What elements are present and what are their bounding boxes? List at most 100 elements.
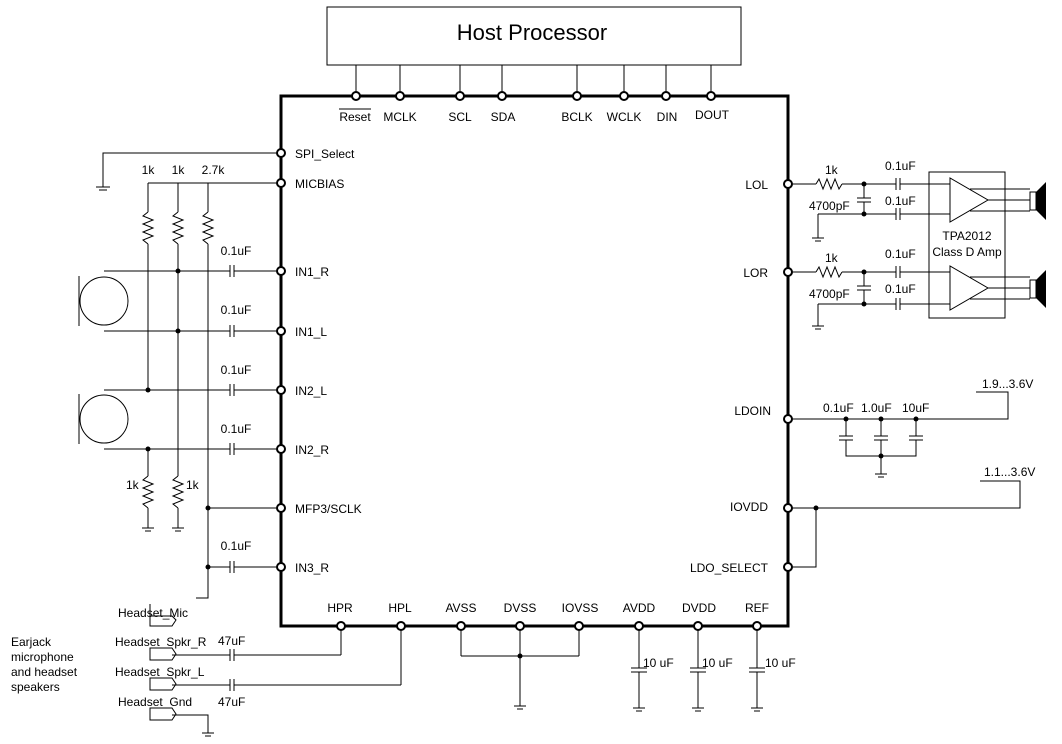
label-r5: 1k: [186, 478, 200, 492]
host-processor-block: [326, 6, 742, 66]
label-ldo-select: LDO_SELECT: [690, 561, 769, 575]
label-iovdd: IOVDD: [730, 500, 768, 514]
label-micbias: MICBIAS: [295, 177, 344, 191]
label-sda: SDA: [491, 110, 516, 124]
pin-in1-r: [276, 266, 286, 276]
label-supply-iovdd: 1.1...3.6V: [984, 465, 1035, 479]
pin-in1-l: [276, 326, 286, 336]
label-dout: DOUT: [695, 108, 730, 122]
micbias-resistors: [141, 211, 215, 245]
speaker-1-icon: [1029, 182, 1046, 220]
label-amp-name: TPA2012: [942, 229, 991, 243]
label-r2: 1k: [172, 163, 186, 177]
pin-in2-l: [276, 385, 286, 395]
pin-reset: [351, 91, 361, 101]
pin-mclk: [395, 91, 405, 101]
input-cap-nets: [104, 265, 277, 573]
headset-note-line1: Earjack: [11, 635, 52, 649]
pin-in2-r: [276, 444, 286, 454]
pin-spi-select: [276, 148, 286, 158]
pin-lor: [783, 267, 793, 277]
label-in2-l: IN2_L: [295, 384, 327, 398]
pin-dout: [706, 91, 716, 101]
ground-bus: [460, 630, 580, 710]
pin-lol: [783, 179, 793, 189]
lol-path: [792, 177, 950, 242]
label-cap-in3-r: 0.1uF: [221, 539, 252, 553]
speaker-2-icon: [1029, 270, 1046, 308]
headset-note-line2: microphone: [11, 650, 74, 664]
pin-din: [661, 91, 671, 101]
label-din: DIN: [657, 110, 678, 124]
microphone-2: [78, 394, 129, 444]
label-in1-r: IN1_R: [295, 265, 329, 279]
pin-dvss: [515, 621, 525, 631]
label-headset-gnd: Headset_Gnd: [118, 695, 192, 709]
label-cap-lol-2: 0.1uF: [885, 194, 916, 208]
connector-headset-gnd: [149, 707, 177, 721]
label-cap-ref: 10 uF: [765, 656, 796, 670]
connector-headset-mic: [149, 604, 177, 627]
spi-select-ground-net: [96, 152, 277, 191]
pin-iovdd: [783, 503, 793, 513]
label-filter-cap-lol: 4700pF: [809, 199, 850, 213]
bottom-pins: [336, 621, 762, 631]
supply-decoupling: [631, 630, 765, 712]
label-in3-r: IN3_R: [295, 561, 329, 575]
micbias-net: [147, 182, 277, 567]
label-cap-in2-r: 0.1uF: [221, 422, 252, 436]
label-in2-r: IN2_R: [295, 443, 329, 457]
label-headset-spkr-r: Headset_Spkr_R: [115, 635, 207, 649]
label-dvdd: DVDD: [682, 601, 716, 615]
pin-micbias: [276, 178, 286, 188]
label-cap-lor-2: 0.1uF: [885, 282, 916, 296]
pin-hpl: [396, 621, 406, 631]
host-processor-title: Host Processor: [457, 20, 607, 45]
label-cap-ldoin-3: 10uF: [902, 401, 929, 415]
label-spi-select: SPI_Select: [295, 147, 355, 161]
pin-in3-r: [276, 562, 286, 572]
label-cap-lol-1: 0.1uF: [885, 159, 916, 173]
pin-avdd: [634, 621, 644, 631]
host-bus-wires: [355, 65, 712, 93]
label-supply-ldoin: 1.9...3.6V: [982, 377, 1033, 391]
label-cap-dvdd: 10 uF: [702, 656, 733, 670]
pin-iovss: [574, 621, 584, 631]
label-r4: 1k: [126, 478, 140, 492]
top-pins: [351, 91, 716, 101]
label-r-lol: 1k: [825, 163, 839, 177]
headset-note-line4: speakers: [11, 680, 60, 694]
label-avss: AVSS: [445, 601, 476, 615]
label-ref: REF: [745, 601, 769, 615]
label-lor: LOR: [743, 266, 768, 280]
pin-hpr: [336, 621, 346, 631]
label-hpr: HPR: [327, 601, 353, 615]
label-cap-hpr: 47uF: [218, 634, 245, 648]
microphone-1: [78, 276, 129, 326]
pin-ldo-select: [783, 562, 793, 572]
label-dvss: DVSS: [504, 601, 537, 615]
codec-chip: [279, 94, 790, 628]
pin-sda: [497, 91, 507, 101]
pin-dvdd: [693, 621, 703, 631]
amplifier-triangles: [949, 177, 1030, 311]
label-reset: Reset: [339, 110, 371, 124]
label-bclk: BCLK: [561, 110, 592, 124]
pin-wclk: [619, 91, 629, 101]
label-wclk: WCLK: [607, 110, 642, 124]
label-filter-cap-lor: 4700pF: [809, 287, 850, 301]
ground-junction: [517, 653, 523, 659]
resistor-r2: [171, 211, 185, 245]
label-headset-mic: Headset_Mic: [118, 606, 188, 620]
amplifier-box: [928, 171, 1006, 319]
label-lol: LOL: [745, 178, 768, 192]
label-cap-avdd: 10 uF: [643, 656, 674, 670]
label-hpl: HPL: [388, 601, 412, 615]
connector-headset-spkr-l: [149, 677, 177, 691]
pin-avss: [456, 621, 466, 631]
label-cap-hpl: 47uF: [218, 695, 245, 709]
label-r-lor: 1k: [825, 251, 839, 265]
label-mclk: MCLK: [383, 110, 416, 124]
label-in1-l: IN1_L: [295, 325, 327, 339]
